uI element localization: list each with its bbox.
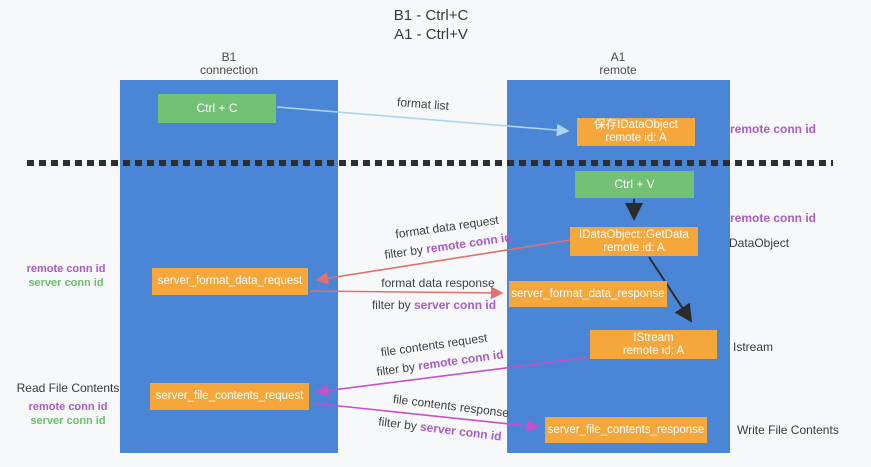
left-server-conn-id-2: server conn id: [30, 415, 106, 427]
node-store-idataobject: 保存IDataObject remote id: A: [577, 118, 695, 146]
istream-line2: remote id: A: [622, 344, 685, 357]
getdata-line2: remote id: A: [603, 241, 665, 254]
filter-prefix: filter by: [383, 242, 424, 262]
ctrl-v-label: Ctrl + V: [614, 177, 655, 191]
lane-header-a1: A1 remote: [548, 51, 688, 77]
title-line-2: A1 - Ctrl+V: [394, 26, 468, 43]
store-idataobject-line2: remote id: A: [605, 132, 667, 144]
filter-prefix: filter by: [375, 359, 416, 379]
lane-a1-subtitle: remote: [599, 63, 637, 77]
filter-server-conn-id: server conn id: [419, 419, 503, 444]
filter-prefix: filter by: [377, 414, 418, 434]
label-file-contents-response: file contents response: [392, 391, 510, 421]
label-filter-server-1: filter by server conn id: [372, 298, 496, 312]
lane-b1-name: B1: [221, 50, 237, 64]
server-file-contents-request-label: server_file_contents_request: [155, 390, 304, 402]
dashed-divider: [27, 160, 833, 166]
ctrl-c-label: Ctrl + C: [196, 101, 238, 115]
left-remote-conn-id-2: remote conn id: [28, 401, 108, 413]
filter-prefix: filter by: [371, 298, 411, 312]
node-idataobject-getdata: IDataObject::GetData remote id: A: [570, 227, 698, 256]
arrow-format-data-response: [309, 286, 504, 300]
lane-header-b1: B1 connection: [159, 51, 299, 77]
lane-a1-name: A1: [610, 50, 626, 64]
istream-line1: IStream: [633, 331, 674, 344]
right-remote-conn-id-2: remote conn id: [730, 211, 817, 225]
left-read-file-block: Read File Contents remote conn id server…: [12, 381, 124, 428]
label-filter-server-2: filter by server conn id: [378, 414, 503, 443]
right-write-file-contents-label: Write File Contents: [737, 423, 839, 437]
right-dataobject-label: DataObject: [729, 236, 790, 250]
node-server-format-data-response: server_format_data_response: [509, 281, 667, 307]
node-ctrl-c: Ctrl + C: [158, 94, 276, 123]
label-format-list: format list: [396, 94, 450, 114]
node-istream: IStream remote id: A: [590, 330, 717, 359]
node-server-file-contents-request: server_file_contents_request: [150, 383, 309, 410]
filter-server-conn-id: server conn id: [414, 298, 497, 312]
left-conn-id-block-1: remote conn id server conn id: [18, 262, 114, 290]
node-server-format-data-request: server_format_data_request: [152, 268, 308, 295]
node-ctrl-v: Ctrl + V: [575, 171, 694, 198]
read-file-contents-label: Read File Contents: [16, 381, 120, 395]
label-format-data-response: format data response: [381, 276, 495, 290]
left-server-conn-id-1: server conn id: [28, 277, 104, 289]
server-file-contents-response-label: server_file_contents_response: [547, 423, 705, 436]
left-remote-conn-id-1: remote conn id: [26, 263, 106, 275]
diagram-title: B1 - Ctrl+C A1 - Ctrl+V: [281, 6, 581, 44]
right-remote-conn-id-1: remote conn id: [730, 122, 817, 136]
getdata-line1: IDataObject::GetData: [579, 228, 689, 241]
node-server-file-contents-response: server_file_contents_response: [545, 417, 707, 443]
server-format-data-response-label: server_format_data_response: [511, 287, 665, 300]
right-istream-label: Istream: [733, 340, 774, 354]
server-format-data-request-label: server_format_data_request: [157, 275, 303, 287]
store-idataobject-line1: 保存IDataObject: [594, 119, 678, 131]
title-line-1: B1 - Ctrl+C: [393, 7, 469, 24]
lane-b1-subtitle: connection: [199, 63, 259, 77]
